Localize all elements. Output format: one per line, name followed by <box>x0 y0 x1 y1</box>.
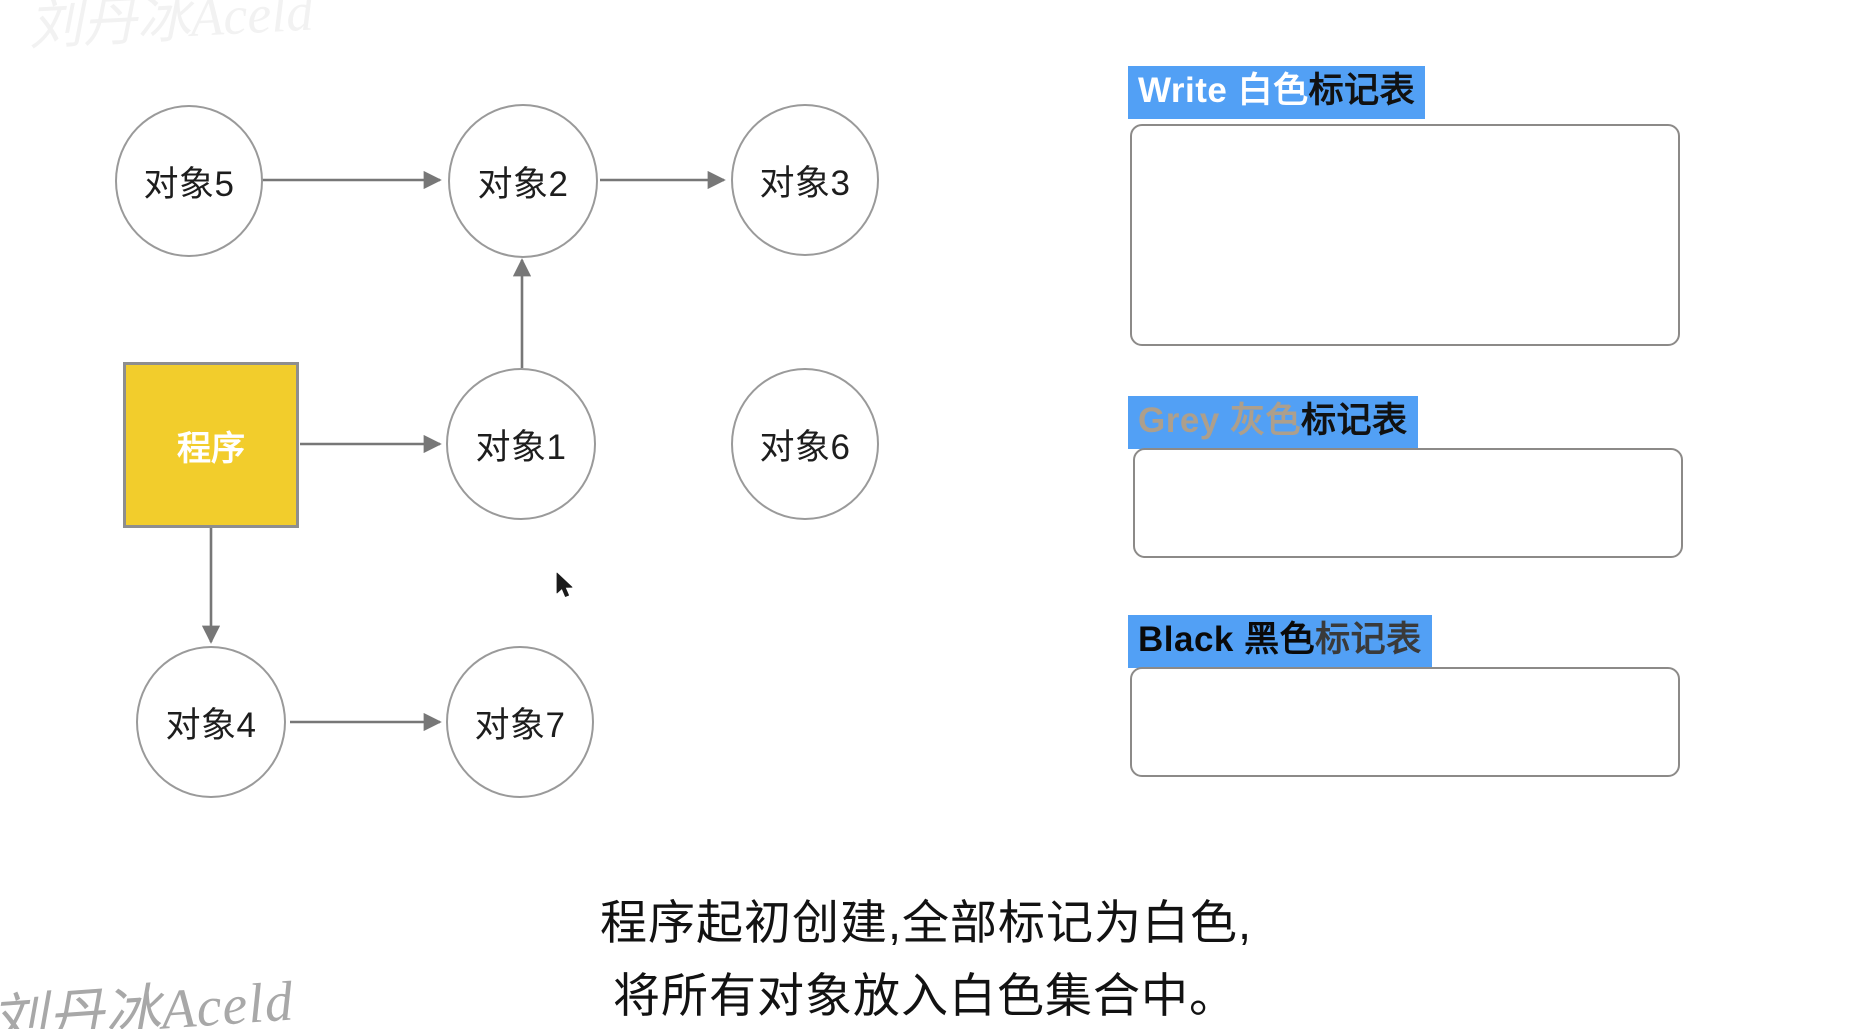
black-table-title: Black 黑色标记表 <box>1128 615 1432 668</box>
node-label: 对象5 <box>143 164 235 204</box>
grey-table-title-rest: 标记表 <box>1301 401 1408 440</box>
caption-line-1: 程序起初创建,全部标记为白色, <box>600 896 1253 949</box>
white-table-title: Write 白色标记表 <box>1128 66 1426 119</box>
white-table-title-key: Write <box>1138 71 1228 110</box>
white-table-body[interactable] <box>1130 124 1680 346</box>
caption-line-2: 将所有对象放入白色集合中。 <box>613 969 1237 1022</box>
grey-table-title: Grey 灰色标记表 <box>1128 396 1418 449</box>
program-box[interactable]: 程序 <box>123 362 299 528</box>
white-table-title-rest: 标记表 <box>1308 71 1416 110</box>
program-label: 程序 <box>177 429 245 468</box>
node-label: 对象1 <box>475 427 567 467</box>
watermark-bottom: 刘丹冰Aceld <box>0 970 296 1029</box>
grey-table-title-color: 灰色 <box>1219 401 1302 440</box>
node-label: 对象7 <box>474 705 566 745</box>
black-table-title-color: 黑色 <box>1233 620 1316 659</box>
grey-table-body[interactable] <box>1133 448 1683 558</box>
node-label: 对象3 <box>759 163 851 203</box>
node-label: 对象4 <box>165 705 257 745</box>
black-table-title-rest: 标记表 <box>1315 620 1422 659</box>
graph-node-obj1[interactable]: 对象1 <box>446 368 596 520</box>
graph-node-obj2[interactable]: 对象2 <box>448 104 598 258</box>
graph-node-obj3[interactable]: 对象3 <box>731 104 879 256</box>
node-label: 对象2 <box>477 164 569 204</box>
mouse-cursor-icon <box>556 572 573 597</box>
white-table-title-color: 白色 <box>1227 71 1309 110</box>
graph-edges <box>201 170 726 732</box>
graph-node-obj5[interactable]: 对象5 <box>115 105 263 257</box>
graph-node-obj6[interactable]: 对象6 <box>731 368 879 520</box>
grey-table-title-key: Grey <box>1138 401 1220 440</box>
node-label: 对象6 <box>759 427 851 467</box>
black-table-body[interactable] <box>1130 667 1680 777</box>
black-table-title-key: Black <box>1138 620 1234 659</box>
graph-node-obj4[interactable]: 对象4 <box>136 646 286 798</box>
graph-node-obj7[interactable]: 对象7 <box>446 646 594 798</box>
